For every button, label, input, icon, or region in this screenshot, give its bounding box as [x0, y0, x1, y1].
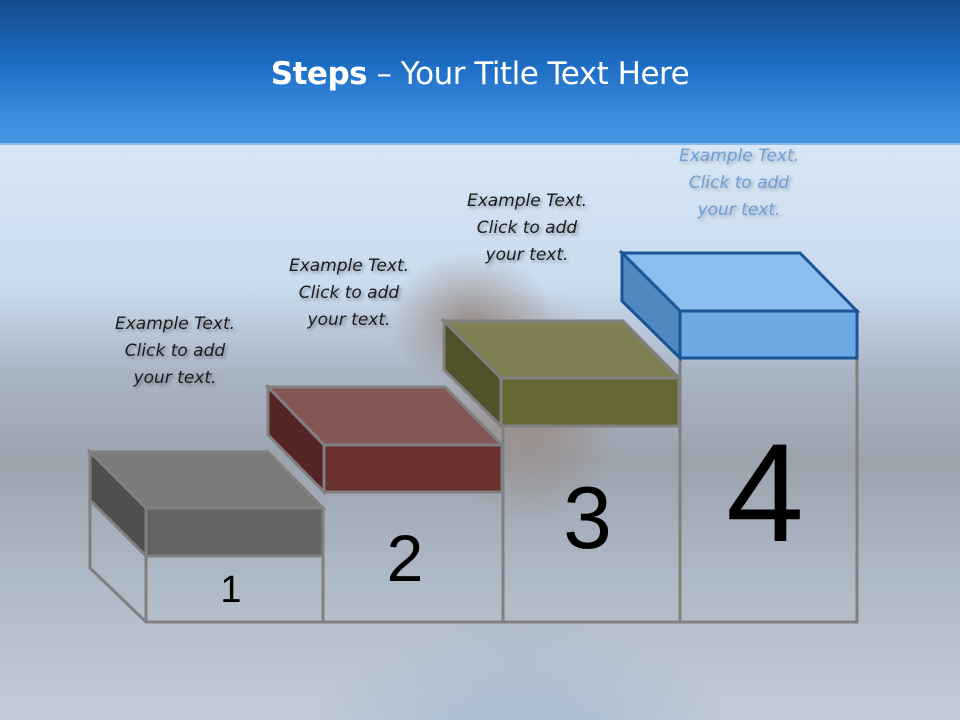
step-block-3 [440, 317, 683, 430]
step-number-2: 2 [386, 521, 424, 595]
block-1-front [144, 506, 325, 558]
caption-line: Example Text. [678, 146, 800, 166]
caption-line: your text. [307, 310, 391, 330]
caption-line: your text. [133, 368, 217, 388]
caption-line: Click to add [688, 173, 790, 193]
caption-line: Click to add [476, 218, 578, 238]
caption-line: Click to add [124, 341, 226, 361]
block-4-front [678, 309, 859, 360]
title-bar [0, 0, 960, 144]
step-caption-4[interactable]: Example Text. Click to add your text. [654, 143, 824, 224]
step-number-4: 4 [726, 414, 804, 571]
caption-line: your text. [697, 200, 781, 220]
caption-line: Click to add [298, 283, 400, 303]
title-bar-divider [0, 143, 960, 145]
step-block-2 [264, 383, 506, 496]
caption-line: Example Text. [288, 256, 410, 276]
step-caption-3[interactable]: Example Text. Click to add your text. [442, 188, 612, 269]
slide-title[interactable]: Steps – Your Title Text Here [0, 56, 960, 92]
slide-title-rest: – Your Title Text Here [367, 56, 690, 92]
block-3-front [499, 376, 681, 428]
caption-line: Example Text. [466, 191, 588, 211]
step-block-4 [618, 249, 861, 362]
caption-line: your text. [485, 245, 569, 265]
step-number-3: 3 [563, 468, 612, 567]
caption-line: Example Text. [114, 314, 236, 334]
step-number-1: 1 [220, 569, 242, 611]
step-caption-1[interactable]: Example Text. Click to add your text. [90, 311, 260, 392]
step-block-1 [86, 448, 327, 560]
step-caption-2[interactable]: Example Text. Click to add your text. [264, 253, 434, 334]
slide-title-bold: Steps [270, 56, 368, 92]
block-2-front [322, 443, 504, 494]
